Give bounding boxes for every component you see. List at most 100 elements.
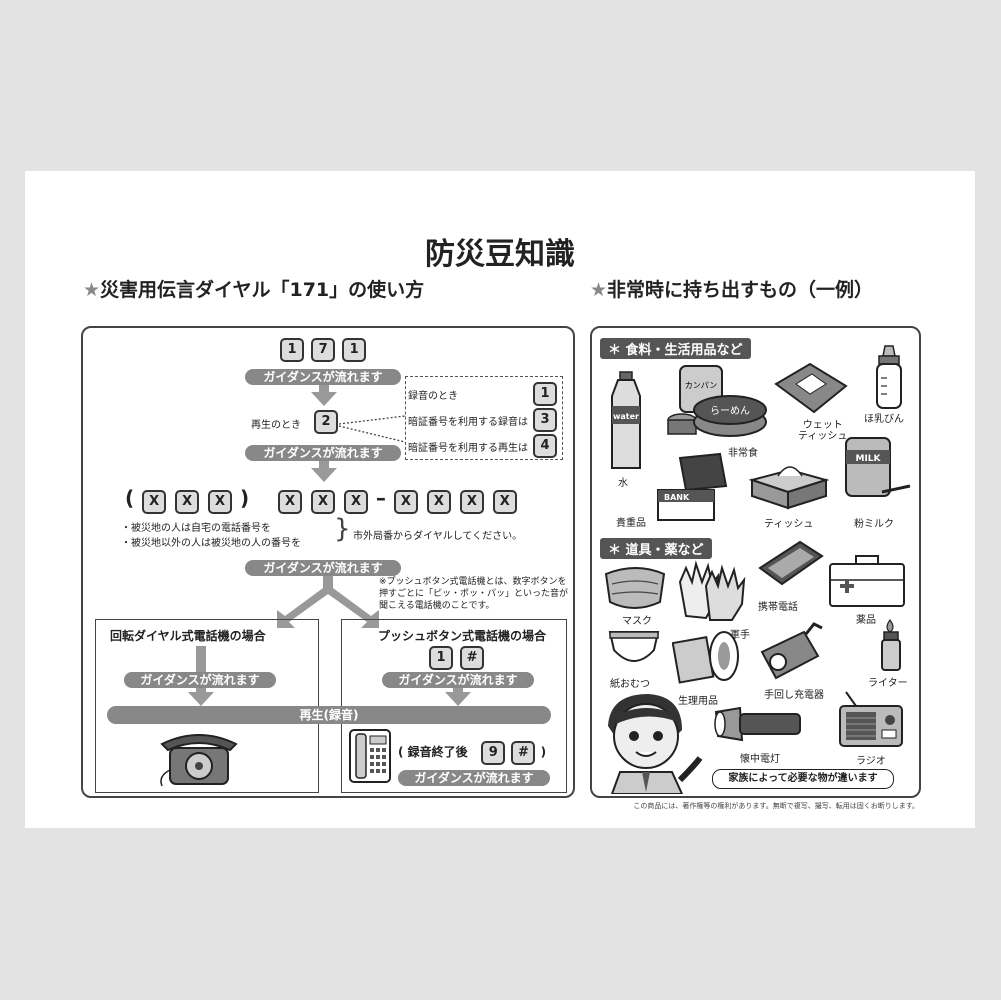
rotary-phone-icon <box>160 734 238 787</box>
person-illustration <box>608 694 703 794</box>
key-x: X <box>278 490 303 514</box>
key-1: 1 <box>429 646 453 670</box>
option-key-wrap: 4 <box>532 434 558 458</box>
emergency-food-icon: カンパン らーめん <box>667 365 767 437</box>
push-box: プッシュボタン式電話機の場合 1 # ガイダンスが流れます ( 録音終了後 9 <box>341 619 567 793</box>
mobile-phone-icon <box>758 540 824 586</box>
item-milk: 粉ミルク <box>854 519 894 530</box>
option-label: 暗証番号を利用する録音は <box>408 417 528 428</box>
gloves-icon <box>678 560 746 621</box>
item-tissue: ティッシュ <box>764 519 814 530</box>
phone-number-pattern: ( X X X ) X X X – X X X X <box>125 486 518 514</box>
option-label: 録音のとき <box>408 391 458 402</box>
playback-key-wrap: 2 <box>313 410 339 434</box>
key-1: 1 <box>280 338 304 362</box>
arrow-stem <box>453 688 463 694</box>
option-key-wrap: 3 <box>532 408 558 432</box>
end-record-row: ( 録音終了後 9 # ) <box>398 741 546 765</box>
star-icon: ★ <box>590 279 608 301</box>
down-arrow-icon <box>445 692 471 706</box>
push-phone-icon <box>349 729 391 783</box>
key-4: 4 <box>533 434 557 458</box>
key-x: X <box>393 490 418 514</box>
item-emergency-food: 非常食 <box>728 448 758 459</box>
baby-bottle-icon <box>876 345 902 409</box>
dial-keys: 1 7 1 <box>279 338 367 362</box>
option-label: 暗証番号を利用する再生は <box>408 443 528 454</box>
down-arrow-icon <box>311 468 337 482</box>
guidance-bar: ガイダンスが流れます <box>382 672 534 688</box>
playback-record-bar: 再生(録音) <box>107 706 551 724</box>
left-heading: ★災害用伝言ダイヤル「171」の使い方 <box>83 275 424 302</box>
key-9: 9 <box>481 741 506 765</box>
tissue-box-icon <box>748 466 830 510</box>
ramen-text: らーめん <box>710 405 750 417</box>
info-sheet: 防災豆知識 ★災害用伝言ダイヤル「171」の使い方 ★非常時に持ち出すもの（一例… <box>25 171 975 828</box>
key-x: X <box>208 490 233 514</box>
emergency-items-panel: ＊ 食料・生活用品など water 水 カンパン らーめん 非常食 ウェット テ… <box>590 326 921 798</box>
mask-icon <box>604 567 666 609</box>
dash: – <box>375 486 386 510</box>
arrow-stem <box>196 688 206 694</box>
key-7: 7 <box>311 338 336 362</box>
item-charger: 手回し充電器 <box>764 690 824 701</box>
key-3: 3 <box>533 408 557 432</box>
item-water: 水 <box>618 478 628 489</box>
sanitary-icon <box>672 631 739 684</box>
water-label-text: water <box>613 412 639 421</box>
category-tools: ＊ 道具・薬など <box>600 538 712 559</box>
item-flashlight: 懐中電灯 <box>740 754 780 765</box>
key-2: 2 <box>314 410 338 434</box>
rotary-box: 回転ダイヤル式電話機の場合 ガイダンスが流れます <box>95 619 319 793</box>
diaper-icon <box>608 631 660 662</box>
key-1: 1 <box>342 338 367 362</box>
item-medicine: 薬品 <box>856 615 876 626</box>
key-x: X <box>142 490 167 514</box>
key-x: X <box>343 490 368 514</box>
guidance-bar: ガイダンスが流れます <box>245 369 401 385</box>
item-valuables: 貴重品 <box>616 518 646 529</box>
brace-icon: } <box>334 514 351 544</box>
key-x: X <box>175 490 200 514</box>
flashlight-icon <box>714 706 801 742</box>
arrow-stem <box>196 646 206 678</box>
item-gloves: 軍手 <box>730 630 750 641</box>
guidance-bar: ガイダンスが流れます <box>245 445 401 461</box>
speech-bubble: 家族によって必要な物が違います <box>712 769 894 789</box>
playback-label: 再生のとき <box>251 420 301 431</box>
item-lighter: ライター <box>868 678 908 689</box>
end-label: 録音終了後 <box>407 745 468 759</box>
push-keys: 1 # <box>428 646 485 670</box>
down-arrow-icon <box>188 692 214 706</box>
dial-171-panel: 1 7 1 ガイダンスが流れます 再生のとき 2 録音のとき 1 暗証番号を利用… <box>81 326 575 798</box>
arrow-stem <box>319 385 329 393</box>
hand-crank-charger-icon <box>760 622 823 680</box>
copyright-note: この商品には、著作権等の権利があります。無断で複写、撮写、転用は固くお断りします… <box>633 802 919 810</box>
water-bottle-icon: water <box>611 371 641 469</box>
key-hash: # <box>511 741 536 765</box>
rotary-title: 回転ダイヤル式電話機の場合 <box>110 629 266 643</box>
item-baby-bottle: ほ乳びん <box>864 414 904 425</box>
right-heading-text: 非常時に持ち出すもの（一例） <box>607 279 874 301</box>
option-key-wrap: 1 <box>532 382 558 406</box>
item-wet-tissue: ウェット ティッシュ <box>798 420 848 442</box>
page-title: 防災豆知識 <box>425 237 575 272</box>
bank-text: BANK <box>664 493 690 502</box>
can-text: カンパン <box>685 381 717 390</box>
push-note: ※プッシュボタン式電話機とは、数字ボタンを押すごとに「ピッ・ポッ・パッ」といった… <box>379 577 569 611</box>
note-right: 市外局番からダイヤルしてください。 <box>353 531 523 542</box>
item-phone: 携帯電話 <box>758 602 798 613</box>
radio-icon <box>839 691 903 747</box>
key-x: X <box>310 490 335 514</box>
milk-text: MILK <box>855 454 881 464</box>
guidance-bar: ガイダンスが流れます <box>398 770 550 786</box>
key-1: 1 <box>533 382 557 406</box>
lighter-icon <box>881 618 901 671</box>
category-food: ＊ 食料・生活用品など <box>600 338 751 359</box>
right-heading: ★非常時に持ち出すもの（一例） <box>590 275 873 302</box>
valuables-icon: BANK <box>657 452 728 521</box>
key-x: X <box>426 490 451 514</box>
arrow-stem <box>319 461 329 469</box>
star-icon: ★ <box>83 279 101 301</box>
down-arrow-icon <box>311 392 337 406</box>
